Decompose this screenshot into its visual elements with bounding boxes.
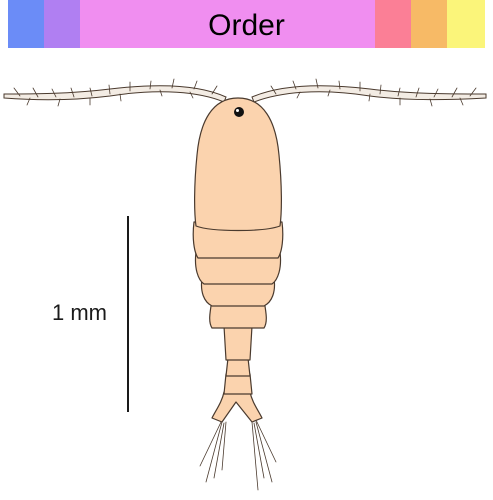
furca [211,391,263,423]
left-antenna [3,85,227,103]
urosome-segment-2 [225,357,251,377]
copepod-body [192,97,284,423]
rank-label: Order [208,9,285,42]
rank-segment-1 [8,0,44,48]
caudal-setae [199,419,277,491]
rank-segment-3 [79,0,376,48]
urosome-segment-3 [223,373,253,395]
cephalothorax [194,97,282,232]
scale-bar [127,216,129,412]
urosome-segment-1 [223,325,253,361]
thorax-segment-2 [194,251,282,285]
rank-segment-5 [411,0,447,48]
antennae [3,78,487,107]
antenna-setae [13,78,477,107]
thorax-segment-4 [209,299,267,329]
rank-segment-6 [446,0,486,48]
thorax-segment-1 [192,221,284,259]
scale-label: 1 mm [52,300,107,325]
taxonomic-rank-bar: Order [8,0,486,48]
rank-segment-2 [43,0,80,48]
right-antenna [251,85,487,103]
rank-segment-4 [375,0,412,48]
thorax-segment-3 [200,277,276,307]
eye-icon [234,107,244,117]
